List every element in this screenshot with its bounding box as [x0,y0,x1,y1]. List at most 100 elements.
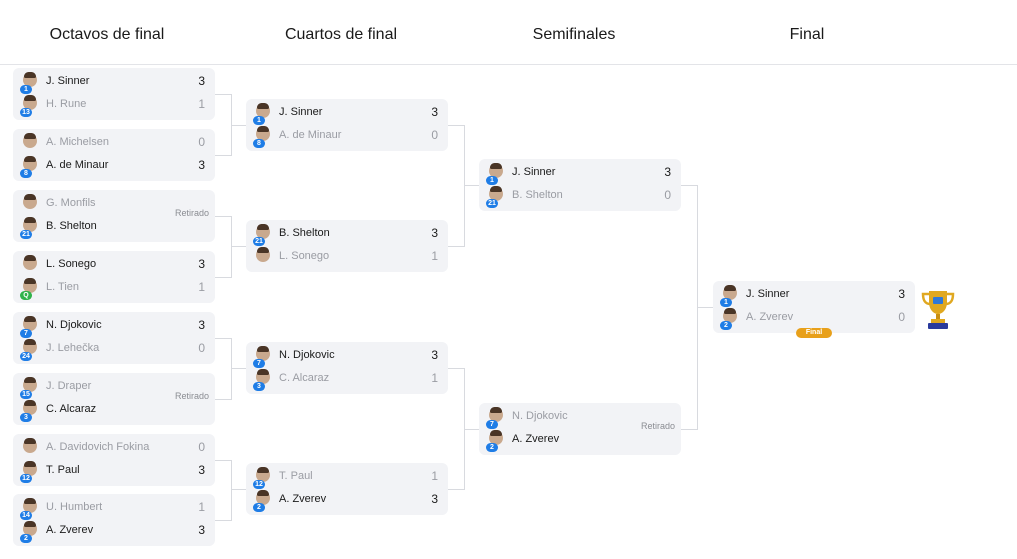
player-avatar [23,461,37,476]
player-name: N. Djokovic [46,319,102,331]
seed-badge: 3 [20,413,32,422]
player-name: H. Rune [46,98,87,110]
connector-line [215,460,231,461]
round-title-octavos: Octavos de final [49,26,165,43]
player-avatar-hair [257,490,269,496]
player-row: 3 C. Alcaraz 1 [246,368,448,391]
player-name: J. Draper [46,380,92,392]
retired-label: Retirado [174,208,209,218]
player-name: L. Tien [46,281,80,293]
player-avatar [23,156,37,171]
player-avatar-hair [24,156,36,162]
player-avatar [23,339,37,354]
player-name: A. Zverev [46,524,94,536]
player-avatar [23,377,37,392]
connector-line [231,460,232,521]
seed-badge: 21 [486,199,498,208]
player-avatar-hair [24,278,36,284]
seed-badge: 7 [20,329,32,338]
connector-line [215,520,231,521]
player-avatar [23,194,37,209]
player-avatar-hair [24,217,36,223]
player-avatar [256,224,270,239]
connector-line [681,185,697,186]
player-name: A. de Minaur [46,159,109,171]
player-avatar-hair [724,308,736,314]
seed-badge: 1 [253,116,265,125]
connector-line [215,155,231,156]
player-name: J. Sinner [512,166,556,178]
player-score: 1 [431,469,438,483]
player-score: 3 [431,105,438,119]
player-score: 3 [198,523,205,537]
connector-line [464,125,465,247]
player-avatar-hair [724,285,736,291]
player-name: L. Sonego [46,258,97,270]
connector-line [697,307,713,308]
final-badge: Final [796,328,832,338]
player-avatar-hair [257,126,269,132]
player-name: J. Sinner [46,75,90,87]
connector-line [464,429,479,430]
player-avatar [723,285,737,300]
player-avatar [723,308,737,323]
player-score: 3 [198,158,205,172]
player-name: C. Alcaraz [279,372,330,384]
player-avatar-hair [257,103,269,109]
player-score: 0 [198,341,205,355]
player-avatar [489,163,503,178]
player-avatar [23,521,37,536]
seed-badge: 2 [720,321,732,330]
player-avatar-hair [257,224,269,230]
player-score: 3 [898,287,905,301]
connector-line [231,216,232,278]
connector-line [215,216,231,217]
player-avatar [23,133,37,148]
player-avatar-hair [24,194,36,200]
player-score: 1 [198,500,205,514]
connector-line [231,368,246,369]
player-score: 0 [198,135,205,149]
seed-badge: 7 [253,359,265,368]
player-name: J. Sinner [746,288,790,300]
player-score: 1 [431,371,438,385]
player-avatar [256,369,270,384]
player-avatar-hair [24,461,36,467]
connector-line [231,489,246,490]
seed-badge: 3 [253,382,265,391]
player-avatar-hair [24,133,36,139]
player-avatar-hair [24,316,36,322]
connector-line [215,399,231,400]
player-avatar [256,103,270,118]
player-avatar-hair [24,72,36,78]
player-score: 3 [431,348,438,362]
trophy-icon [921,291,955,329]
player-score: 3 [664,165,671,179]
